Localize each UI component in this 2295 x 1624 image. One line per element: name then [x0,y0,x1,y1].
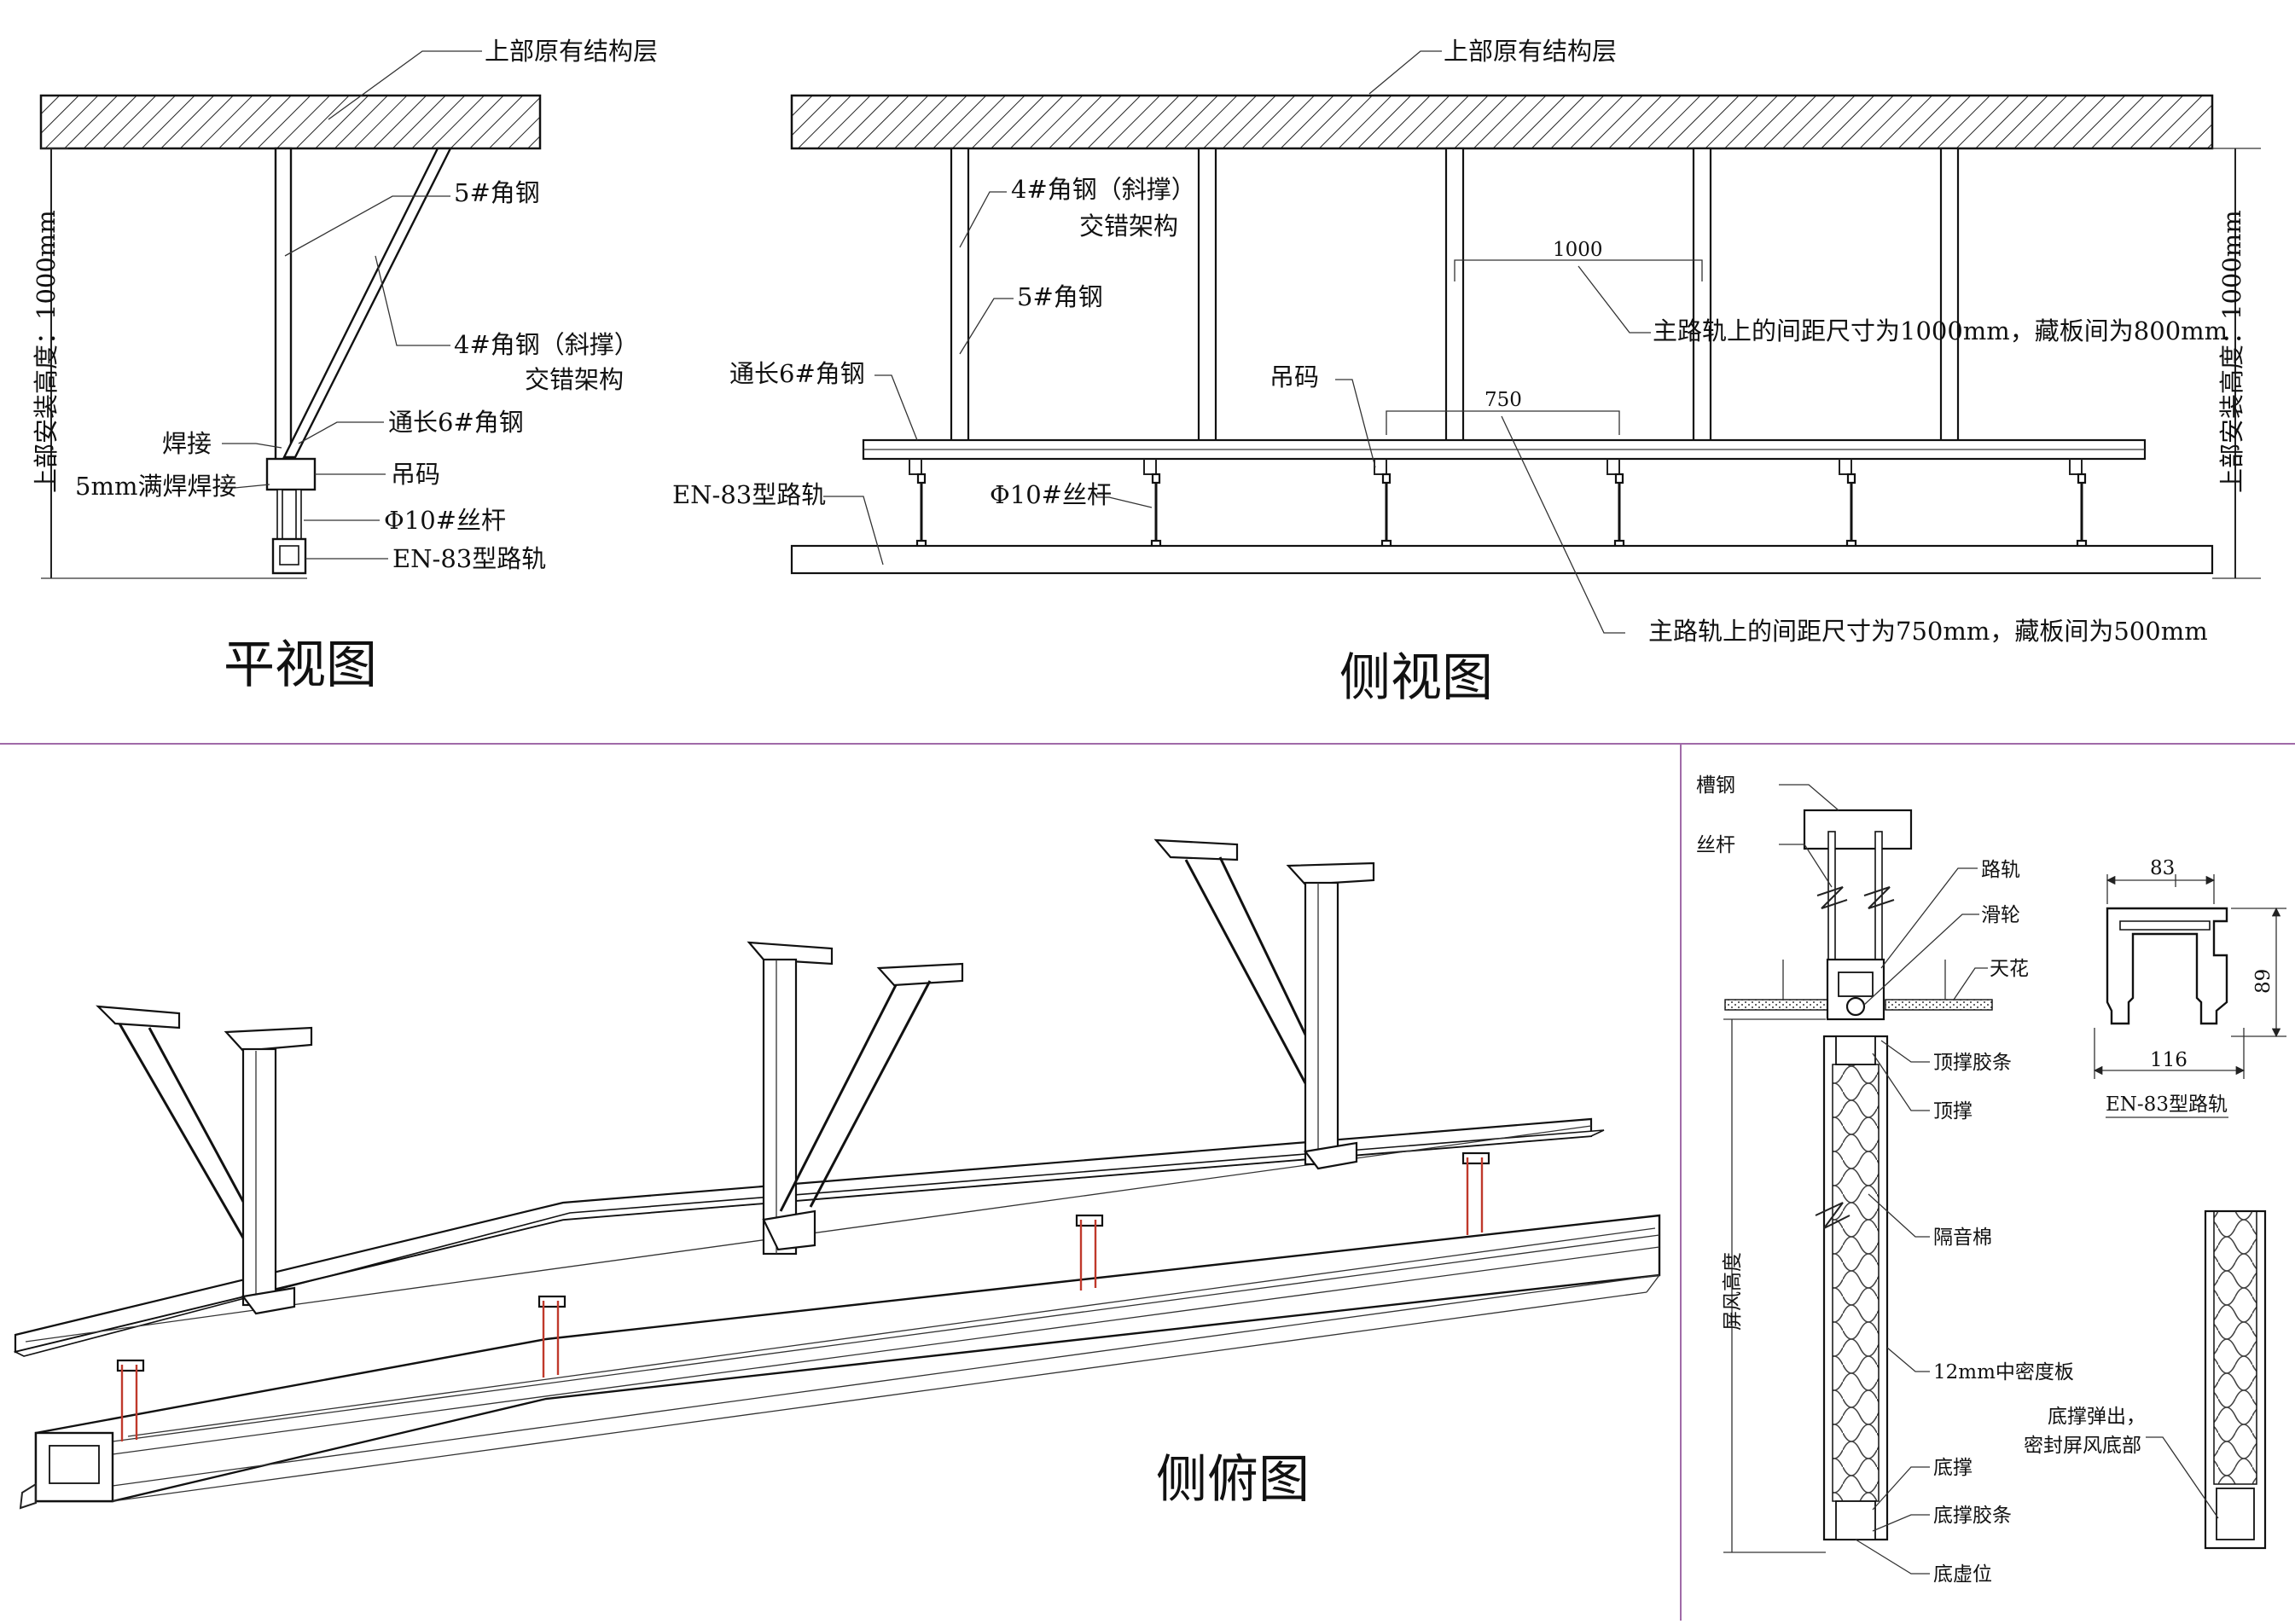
label-rod: Φ10#丝杆 [384,506,506,535]
label-bottom-gap: 底虚位 [1933,1563,1992,1586]
dim-1000: 1000 [1553,239,1603,261]
iso-rail [34,1214,1661,1503]
profile-shape [2106,907,2228,1025]
label-pop-line2: 密封屏风底部 [2024,1435,2141,1457]
isometric-view: 侧俯图 [13,838,1661,1510]
plan-view: 上部原有结构层 5#角钢 4#角钢（斜撑） 交错架构 焊接 通长6#角钢 5mm… [32,37,658,695]
sec-channel-steel [1803,809,1913,850]
iso-rail-end [34,1431,114,1503]
rail-section [271,537,307,575]
sec-ceiling-left [1724,999,1833,1011]
sec-rail [1826,958,1885,1021]
profile-dim-83: 83 [2150,857,2175,879]
label-install-height-side: 上部安装高度：1000mm [2217,210,2246,493]
label-rail: EN-83型路轨 [392,544,546,573]
label-pulley: 滑轮 [1981,904,2020,926]
label-rail-sec: 路轨 [1981,859,2020,881]
label-rod-side: Φ10#丝杆 [990,480,1112,509]
label-hanger-side: 吊码 [1270,362,1319,392]
label-angle5: 5#角钢 [454,178,540,207]
dim-750: 750 [1484,389,1522,411]
label-install-height-plan: 上部安装高度：1000mm [32,210,61,493]
side-view-title: 侧视图 [1339,648,1493,708]
sec-ceiling-right [1885,999,1993,1011]
label-brace-line2-side: 交错架构 [1079,212,1178,241]
label-full-weld: 5mm满焊焊接 [75,472,236,501]
label-brace-line2: 交错架构 [525,365,624,394]
label-rod-sec: 丝杆 [1696,834,1735,856]
profile-dim-89: 89 [2252,969,2275,994]
label-weld: 焊接 [162,429,212,458]
profile-name: EN-83型路轨 [2106,1093,2228,1116]
iso-bracket-2 [747,941,964,1256]
label-bottom-brace: 底撑 [1933,1457,1973,1479]
section-detail: 屏风高度 槽钢 丝杆 路轨 滑轮 天花 顶撑胶条 顶撑 隔音棉 12mm中密度板… [1696,774,2267,1586]
label-brace-line1-side: 4#角钢（斜撑） [1011,175,1196,204]
label-angle5-side: 5#角钢 [1017,282,1103,311]
label-insulation: 隔音棉 [1933,1227,1992,1249]
rail-long [790,544,2214,575]
label-angle6-side: 通长6#角钢 [729,359,865,388]
sec-top-brace [1835,1035,1876,1065]
structure-hatch-side [790,94,2214,150]
label-brace-line1: 4#角钢（斜撑） [454,330,639,359]
plan-view-title: 平视图 [224,635,377,695]
note-spacing-1000: 主路轨上的间距尺寸为1000mm，藏板间为800mm [1653,316,2228,345]
label-board: 12mm中密度板 [1933,1361,2074,1383]
label-hanger: 吊码 [391,460,440,489]
sec-pulley [1845,996,1866,1017]
label-screen-height: 屏风高度 [1722,1252,1744,1331]
hanger-block [265,457,317,491]
side-view: 1000 750 上部原有结构层 4#角钢（斜撑） 交错架构 5#角钢 通长6#… [672,37,2261,708]
label-top-brace: 顶撑 [1933,1100,1973,1122]
structure-hatch [39,94,542,150]
label-rail-side: EN-83型路轨 [672,480,826,509]
iso-view-title: 侧俯图 [1156,1450,1310,1510]
label-angle6: 通长6#角钢 [388,408,524,437]
diagonal-brace [282,147,452,459]
note-spacing-750: 主路轨上的间距尺寸为750mm，藏板间为500mm [1648,617,2208,646]
label-pop-line1: 底撑弹出， [2048,1406,2146,1428]
iso-threaded-rods [116,1151,1490,1441]
rail-profile: 83 89 116 EN-83型路轨 [2093,857,2286,1118]
iso-bracket-3 [1153,838,1375,1170]
label-structure-layer-side: 上部原有结构层 [1444,37,1617,66]
label-structure-layer: 上部原有结构层 [485,37,658,66]
sec-insulation [1832,1064,1880,1502]
angle5-vertical [274,147,293,461]
label-top-strip: 顶撑胶条 [1933,1052,2012,1074]
profile-dim-116: 116 [2150,1049,2188,1071]
sec-bottom-brace [1835,1500,1876,1540]
label-ceiling: 天花 [1990,958,2029,980]
label-channel: 槽钢 [1696,774,1735,797]
vertical-angles [950,147,1960,444]
label-bottom-strip: 底撑胶条 [1933,1505,2012,1527]
iso-bracket-1 [96,1005,313,1315]
